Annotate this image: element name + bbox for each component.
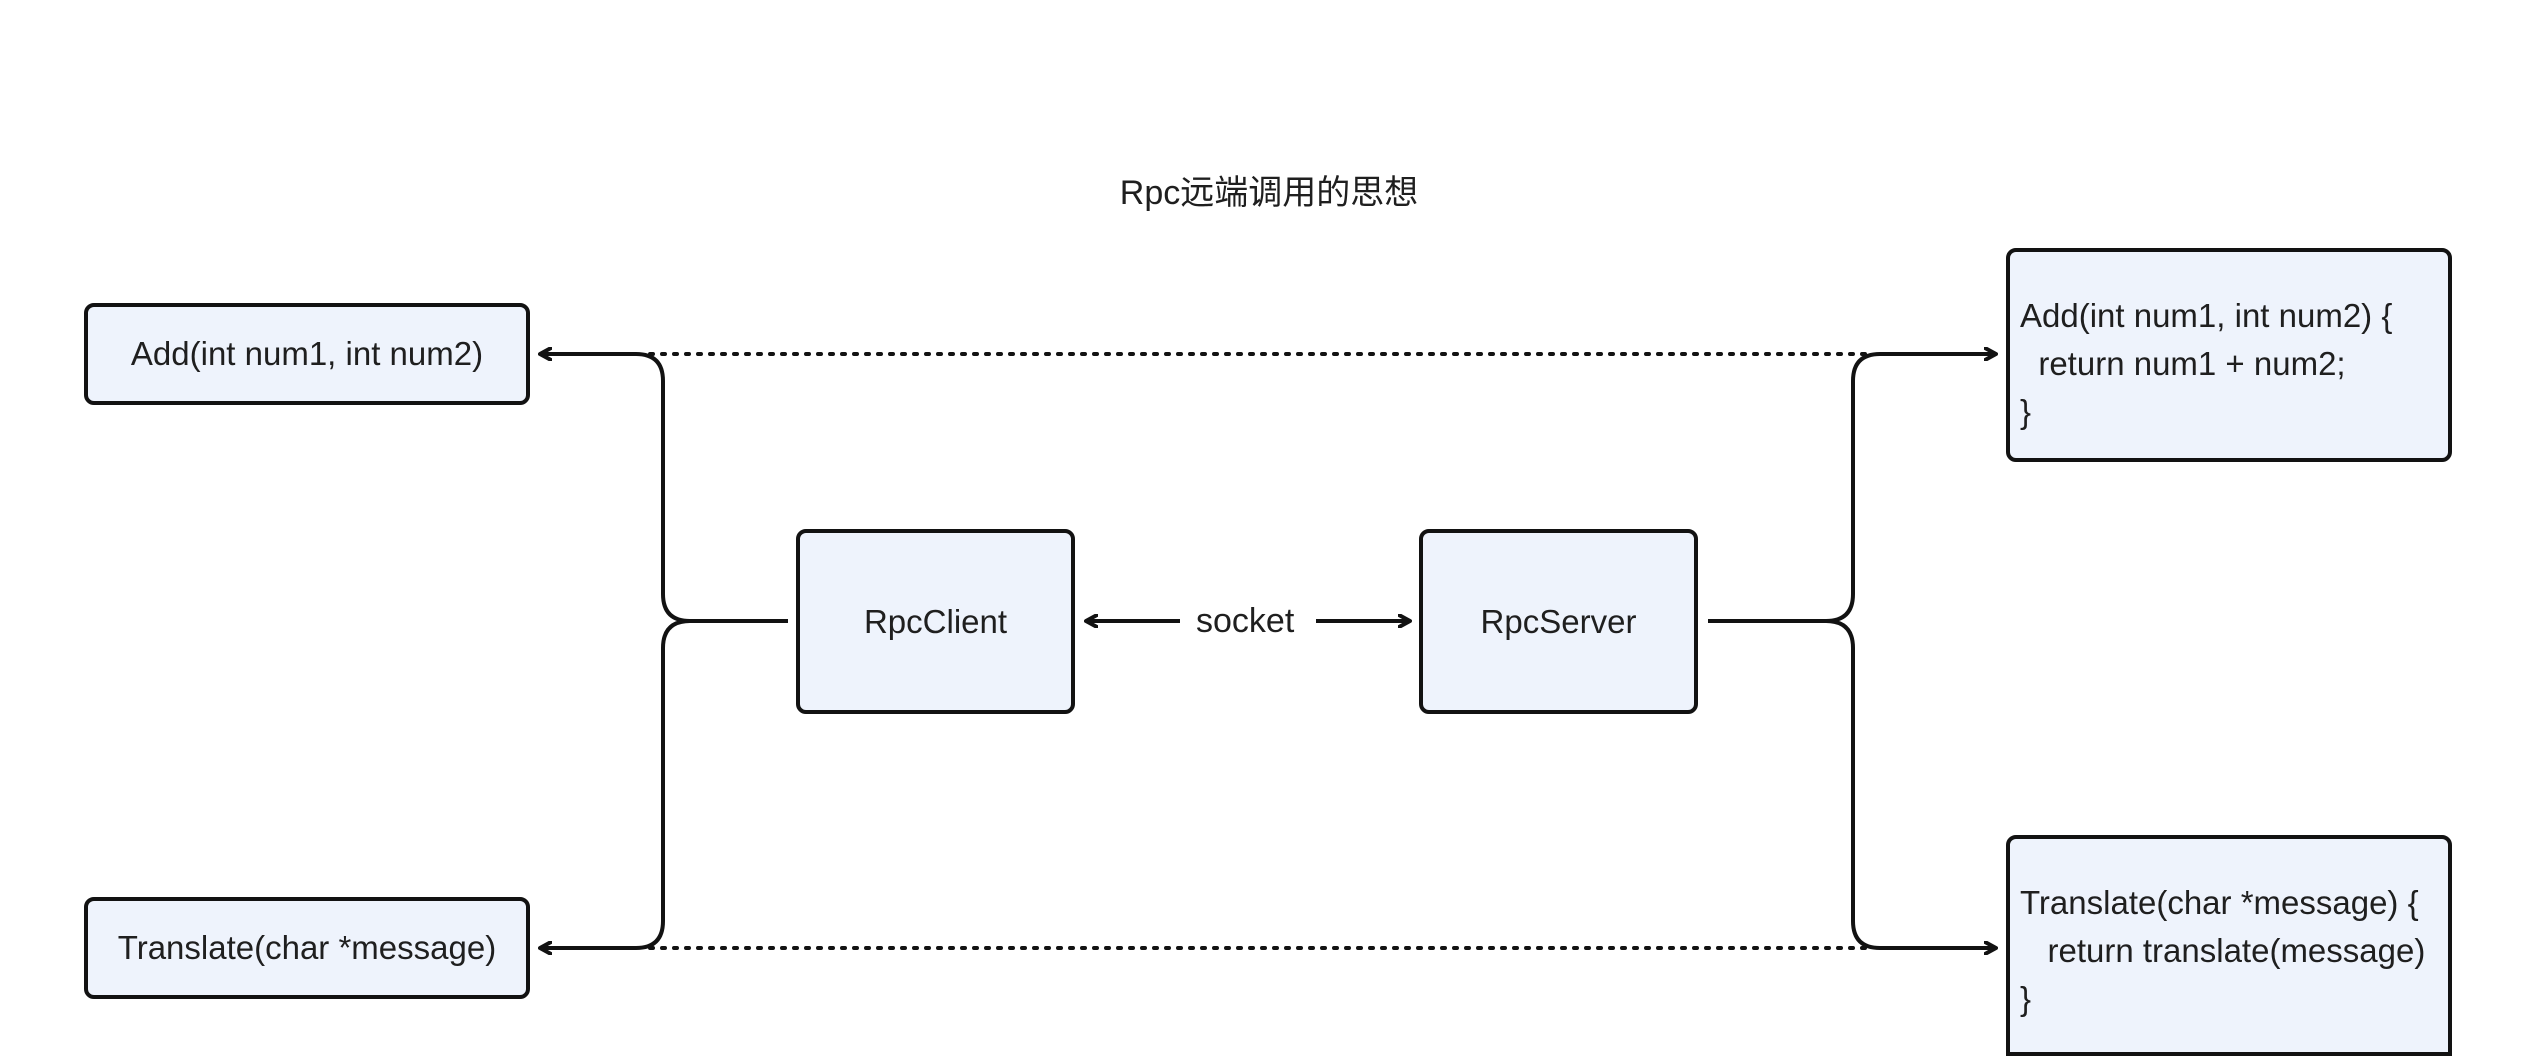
- rpc-server-node: RpcServer: [1419, 529, 1698, 714]
- server-connector-add: [1708, 354, 1996, 623]
- client-function-add-label: Add(int num1, int num2): [130, 335, 484, 372]
- client-connector-add: [540, 354, 788, 623]
- socket-label: socket: [1184, 597, 1307, 645]
- server-translate-line-2: return translate(message): [2020, 932, 2426, 969]
- rpc-client-node: RpcClient: [796, 529, 1075, 714]
- client-function-translate: Translate(char *message): [84, 897, 530, 999]
- client-function-add: Add(int num1, int num2): [84, 303, 530, 405]
- server-translate-line-3: }: [2020, 980, 2032, 1017]
- server-function-translate: Translate(char *message) { return transl…: [2006, 835, 2452, 1056]
- server-connector-translate: [1825, 619, 1996, 948]
- rpc-server-label: RpcServer: [1480, 602, 1637, 640]
- server-translate-line-1: Translate(char *message) {: [2020, 884, 2419, 921]
- diagram-title: Rpc远端调用的思想: [1119, 174, 1419, 212]
- rpc-client-label: RpcClient: [863, 602, 1008, 640]
- client-function-translate-label: Translate(char *message): [117, 929, 497, 966]
- client-connector-translate: [540, 619, 691, 948]
- server-function-add: Add(int num1, int num2) { return num1 + …: [2006, 248, 2452, 462]
- server-add-line-3: }: [2020, 393, 2032, 430]
- server-add-line-1: Add(int num1, int num2) {: [2020, 297, 2393, 334]
- server-add-line-2: return num1 + num2;: [2020, 345, 2346, 382]
